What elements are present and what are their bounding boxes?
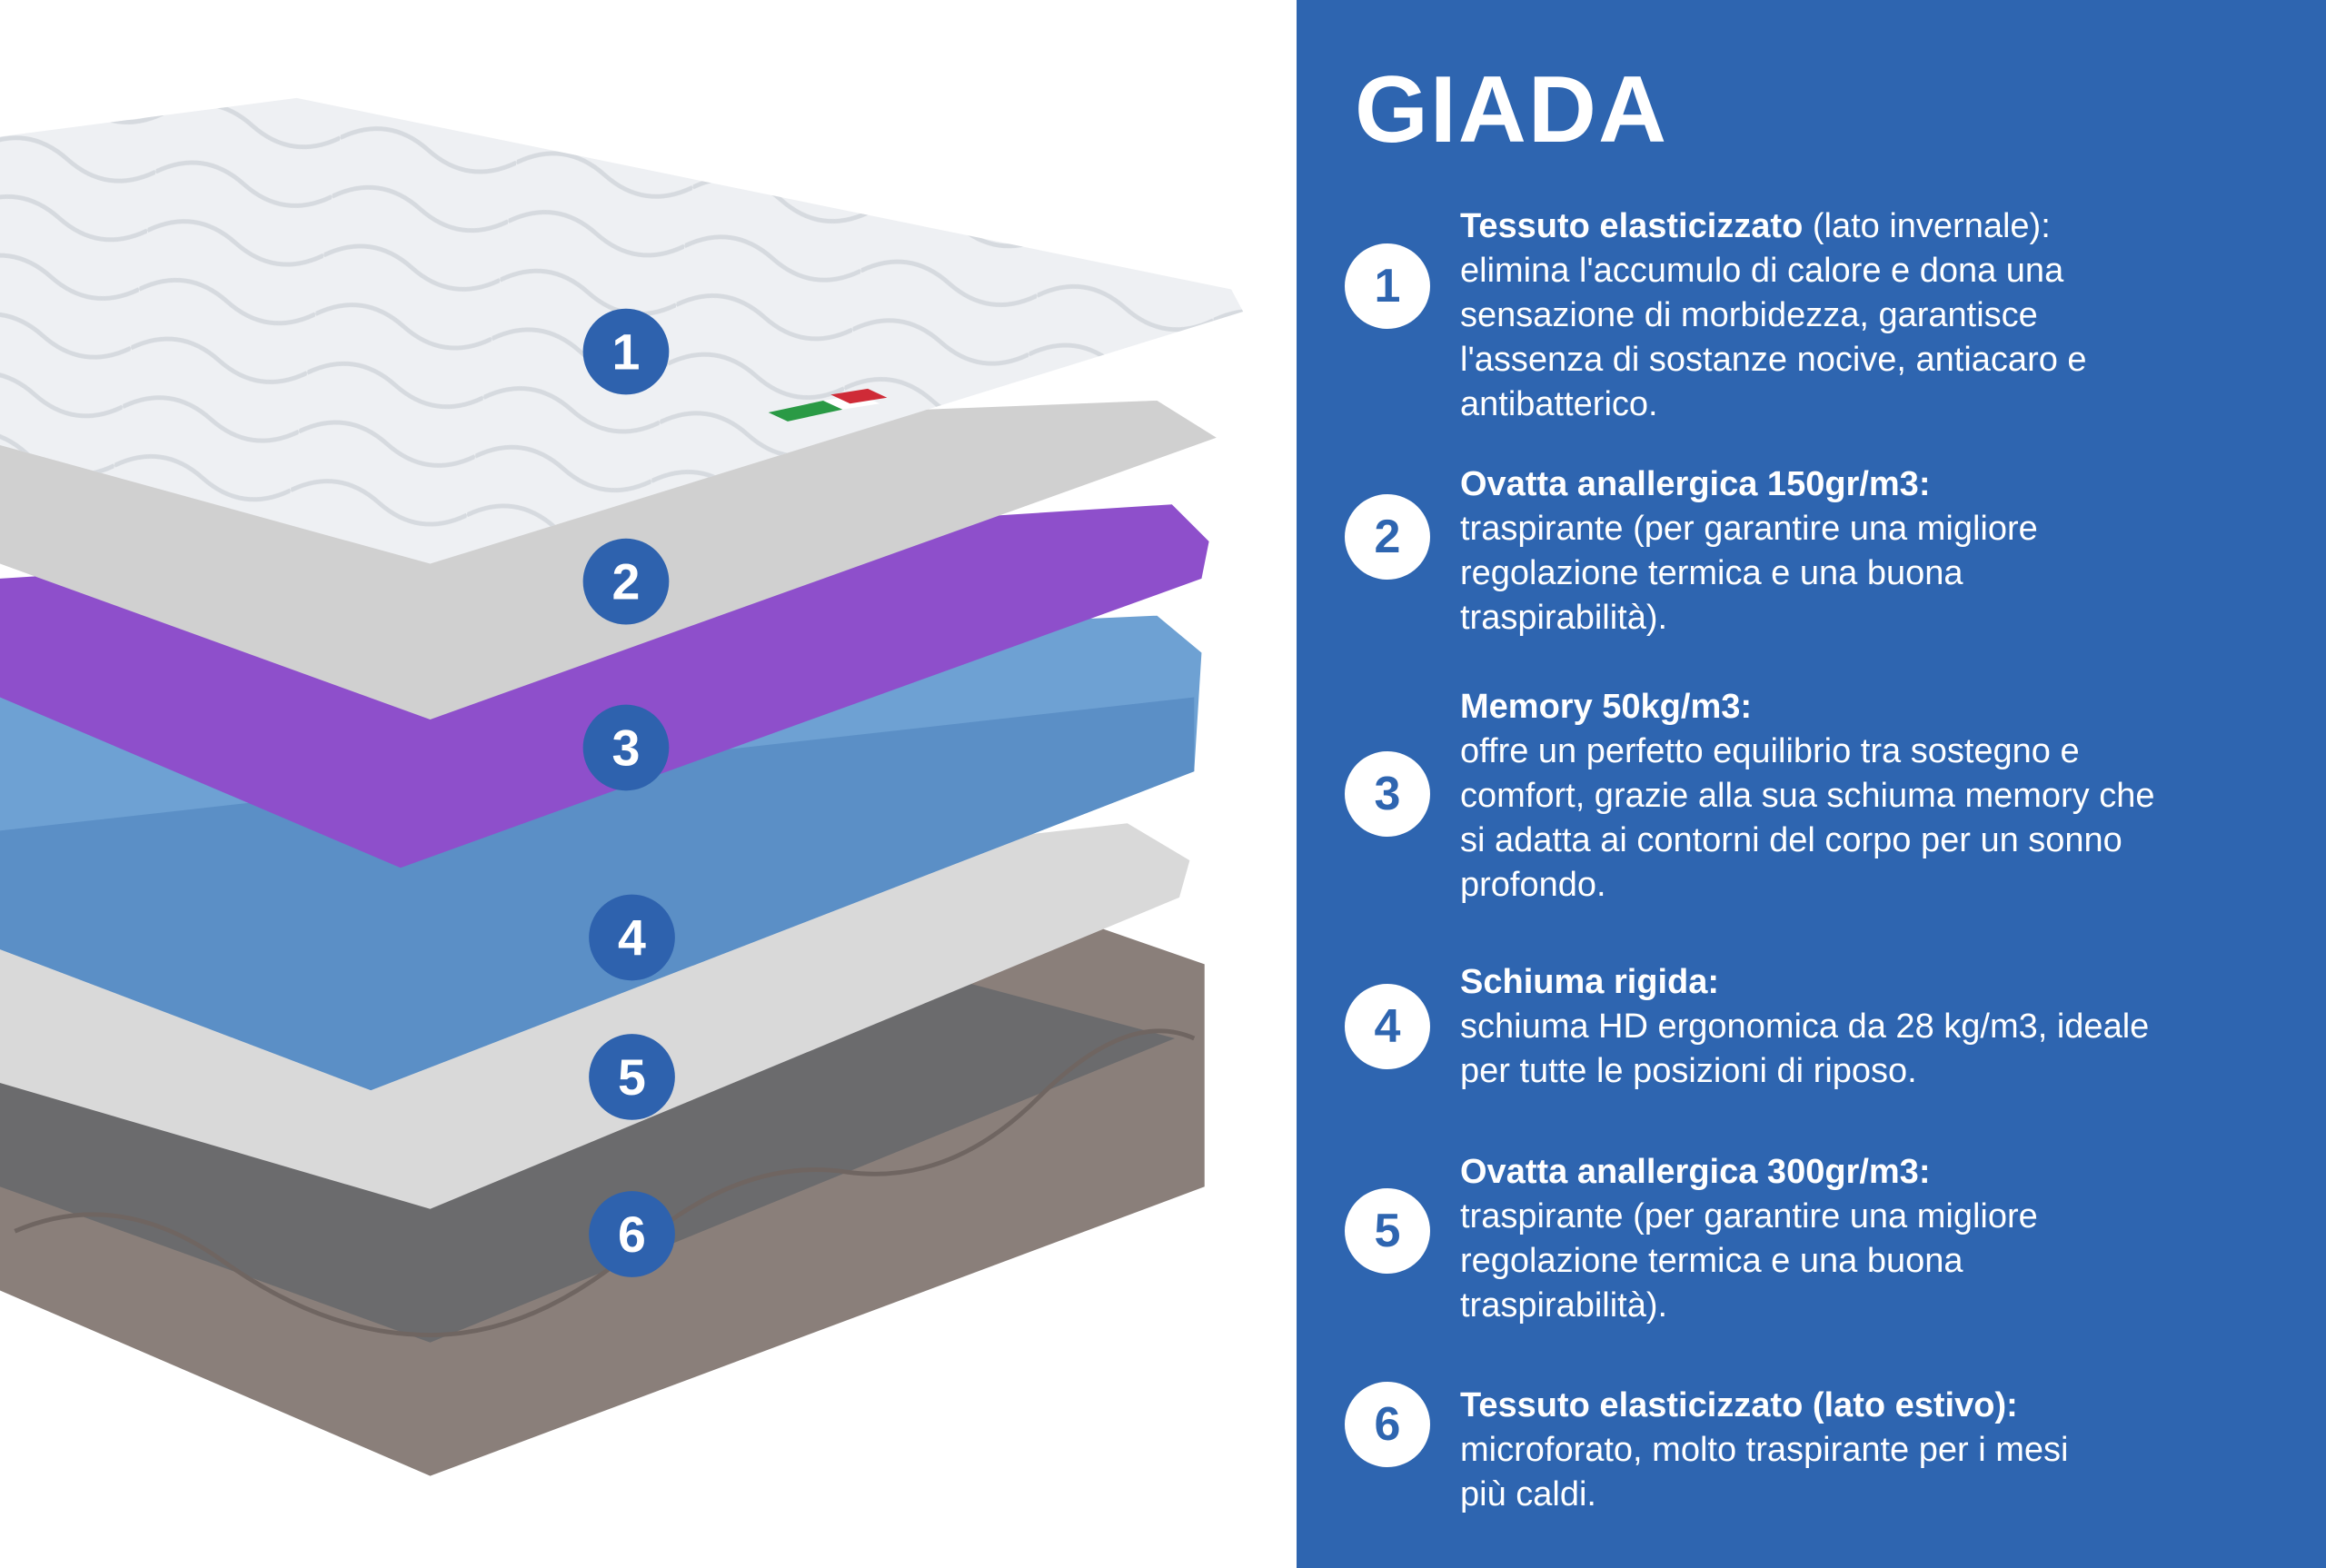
description-line: regolazione termica e una buona — [1460, 554, 1963, 592]
number-badge: 4 — [1345, 984, 1430, 1069]
description-panel: GIADA 1 Tessuto elasticizzato (lato inver… — [1297, 0, 2326, 1568]
description-line: traspirante (per garantire una migliore — [1460, 1197, 2038, 1236]
description-text: Memory 50kg/m3: offre un perfetto equilib… — [1460, 685, 2305, 908]
description-line: profondo. — [1460, 866, 1606, 904]
svg-text:1: 1 — [612, 324, 641, 381]
italian-flag-tag — [768, 388, 888, 422]
description-heading: Tessuto elasticizzato (lato invernale): — [1460, 204, 2305, 249]
number-badge: 5 — [1345, 1188, 1430, 1274]
description-heading: Schiuma rigida: — [1460, 960, 2305, 1005]
description-line: traspirabilità). — [1460, 599, 1668, 637]
description-line: comfort, grazie alla sua schiuma memory … — [1460, 777, 2155, 815]
heading-bold: Ovatta anallergica 150gr/m3: — [1460, 465, 1931, 503]
svg-text:4: 4 — [618, 910, 646, 967]
description-heading: Ovatta anallergica 150gr/m3: — [1460, 462, 2305, 507]
description-line: antibatterico. — [1460, 385, 1658, 423]
product-title: GIADA — [1355, 57, 1669, 163]
description-text: Tessuto elasticizzato (lato invernale):e… — [1460, 204, 2305, 427]
heading-bold: Ovatta anallergica 300gr/m3: — [1460, 1153, 1931, 1191]
description-text: Ovatta anallergica 300gr/m3: traspirante … — [1460, 1150, 2305, 1328]
description-line: l'assenza di sostanze nocive, antiacaro … — [1460, 341, 2087, 379]
number-badge: 6 — [1345, 1382, 1430, 1467]
description-text: Tessuto elasticizzato (lato estivo): micr… — [1460, 1384, 2305, 1517]
description-line: si adatta ai contorni del corpo per un s… — [1460, 821, 2122, 859]
layer-badge-3: 3 — [582, 704, 670, 791]
description-text: Schiuma rigida: schiuma HD ergonomica da … — [1460, 960, 2305, 1094]
svg-text:3: 3 — [612, 720, 641, 777]
number-badge: 3 — [1345, 751, 1430, 837]
heading-bold: Tessuto elasticizzato — [1460, 207, 1804, 245]
description-text: Ovatta anallergica 150gr/m3: traspirante … — [1460, 462, 2305, 640]
number-badge: 2 — [1345, 494, 1430, 580]
svg-text:6: 6 — [618, 1206, 646, 1263]
description-line: traspirante (per garantire una migliore — [1460, 510, 2038, 548]
description-line: offre un perfetto equilibrio tra sostegn… — [1460, 732, 2080, 770]
description-line: microforato, molto traspirante per i mes… — [1460, 1431, 2069, 1469]
layer-badge-1: 1 — [582, 308, 670, 395]
svg-text:2: 2 — [612, 554, 641, 610]
layer-badges: 1 2 3 4 5 6 — [582, 308, 675, 1277]
layer-badge-6: 6 — [589, 1191, 675, 1277]
description-line: regolazione termica e una buona — [1460, 1242, 1963, 1280]
description-line: più caldi. — [1460, 1475, 1596, 1513]
number-badge: 1 — [1345, 243, 1430, 329]
description-line: schiuma HD ergonomica da 28 kg/m3, ideal… — [1460, 1007, 2150, 1046]
svg-text:5: 5 — [618, 1049, 646, 1106]
description-line: elimina l'accumulo di calore e dona una — [1460, 252, 2064, 290]
description-line: sensazione di morbidezza, garantisce — [1460, 296, 2038, 334]
layer-badge-5: 5 — [589, 1034, 675, 1120]
heading-bold: Schiuma rigida: — [1460, 963, 1720, 1001]
heading-bold: Tessuto elasticizzato (lato estivo): — [1460, 1386, 2018, 1424]
heading-suffix: (lato invernale): — [1803, 207, 2051, 245]
description-heading: Memory 50kg/m3: — [1460, 685, 2305, 729]
layer-badge-2: 2 — [582, 538, 670, 625]
description-heading: Tessuto elasticizzato (lato estivo): — [1460, 1384, 2305, 1428]
description-line: per tutte le posizioni di riposo. — [1460, 1052, 1917, 1090]
heading-bold: Memory 50kg/m3: — [1460, 688, 1753, 726]
description-heading: Ovatta anallergica 300gr/m3: — [1460, 1150, 2305, 1195]
description-line: traspirabilità). — [1460, 1286, 1668, 1325]
layer-badge-4: 4 — [589, 894, 675, 981]
